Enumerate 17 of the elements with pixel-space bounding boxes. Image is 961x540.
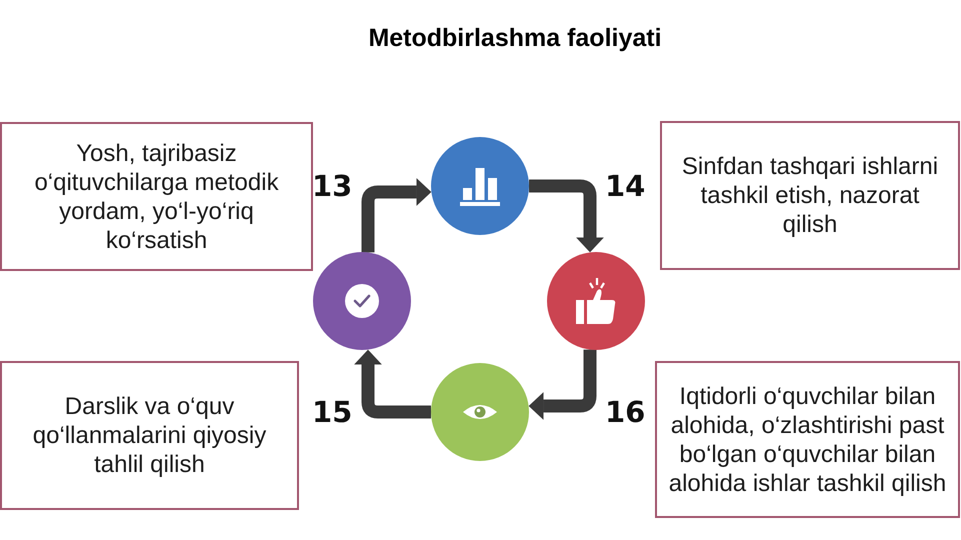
card-text: Sinfdan tashqari ishlarni tashkil etish, nazorat qilish — [680, 152, 940, 239]
step-number: 14 — [605, 172, 646, 201]
info-card — [660, 121, 960, 270]
info-card — [655, 361, 960, 518]
elbow-arrow — [354, 350, 431, 418]
elbow-arrow — [362, 178, 432, 252]
info-card — [0, 122, 313, 271]
elbow-arrow — [529, 180, 604, 252]
card-text: Darslik va o‘quv qo‘llanmalarini qiyosiy tahlil qilish — [32, 392, 268, 479]
step-number: 16 — [605, 398, 646, 427]
card-text: Yosh, tajribasiz o‘qituvchilarga metodik yordam, yo‘l-yo‘riq ko‘rsatish — [33, 138, 280, 254]
elbow-arrow — [528, 350, 596, 420]
card-text: Iqtidorli o‘quvchilar bilan alohida, o‘zlashtirishi past bo‘lgan o‘quvchilar bilan alohida ishlar tashkil qilish — [668, 382, 948, 498]
step-number: 13 — [312, 172, 352, 201]
diagram-title: Metodbirlashma faoliyati — [368, 24, 662, 53]
info-card — [0, 361, 299, 510]
step-number: 15 — [312, 398, 352, 427]
